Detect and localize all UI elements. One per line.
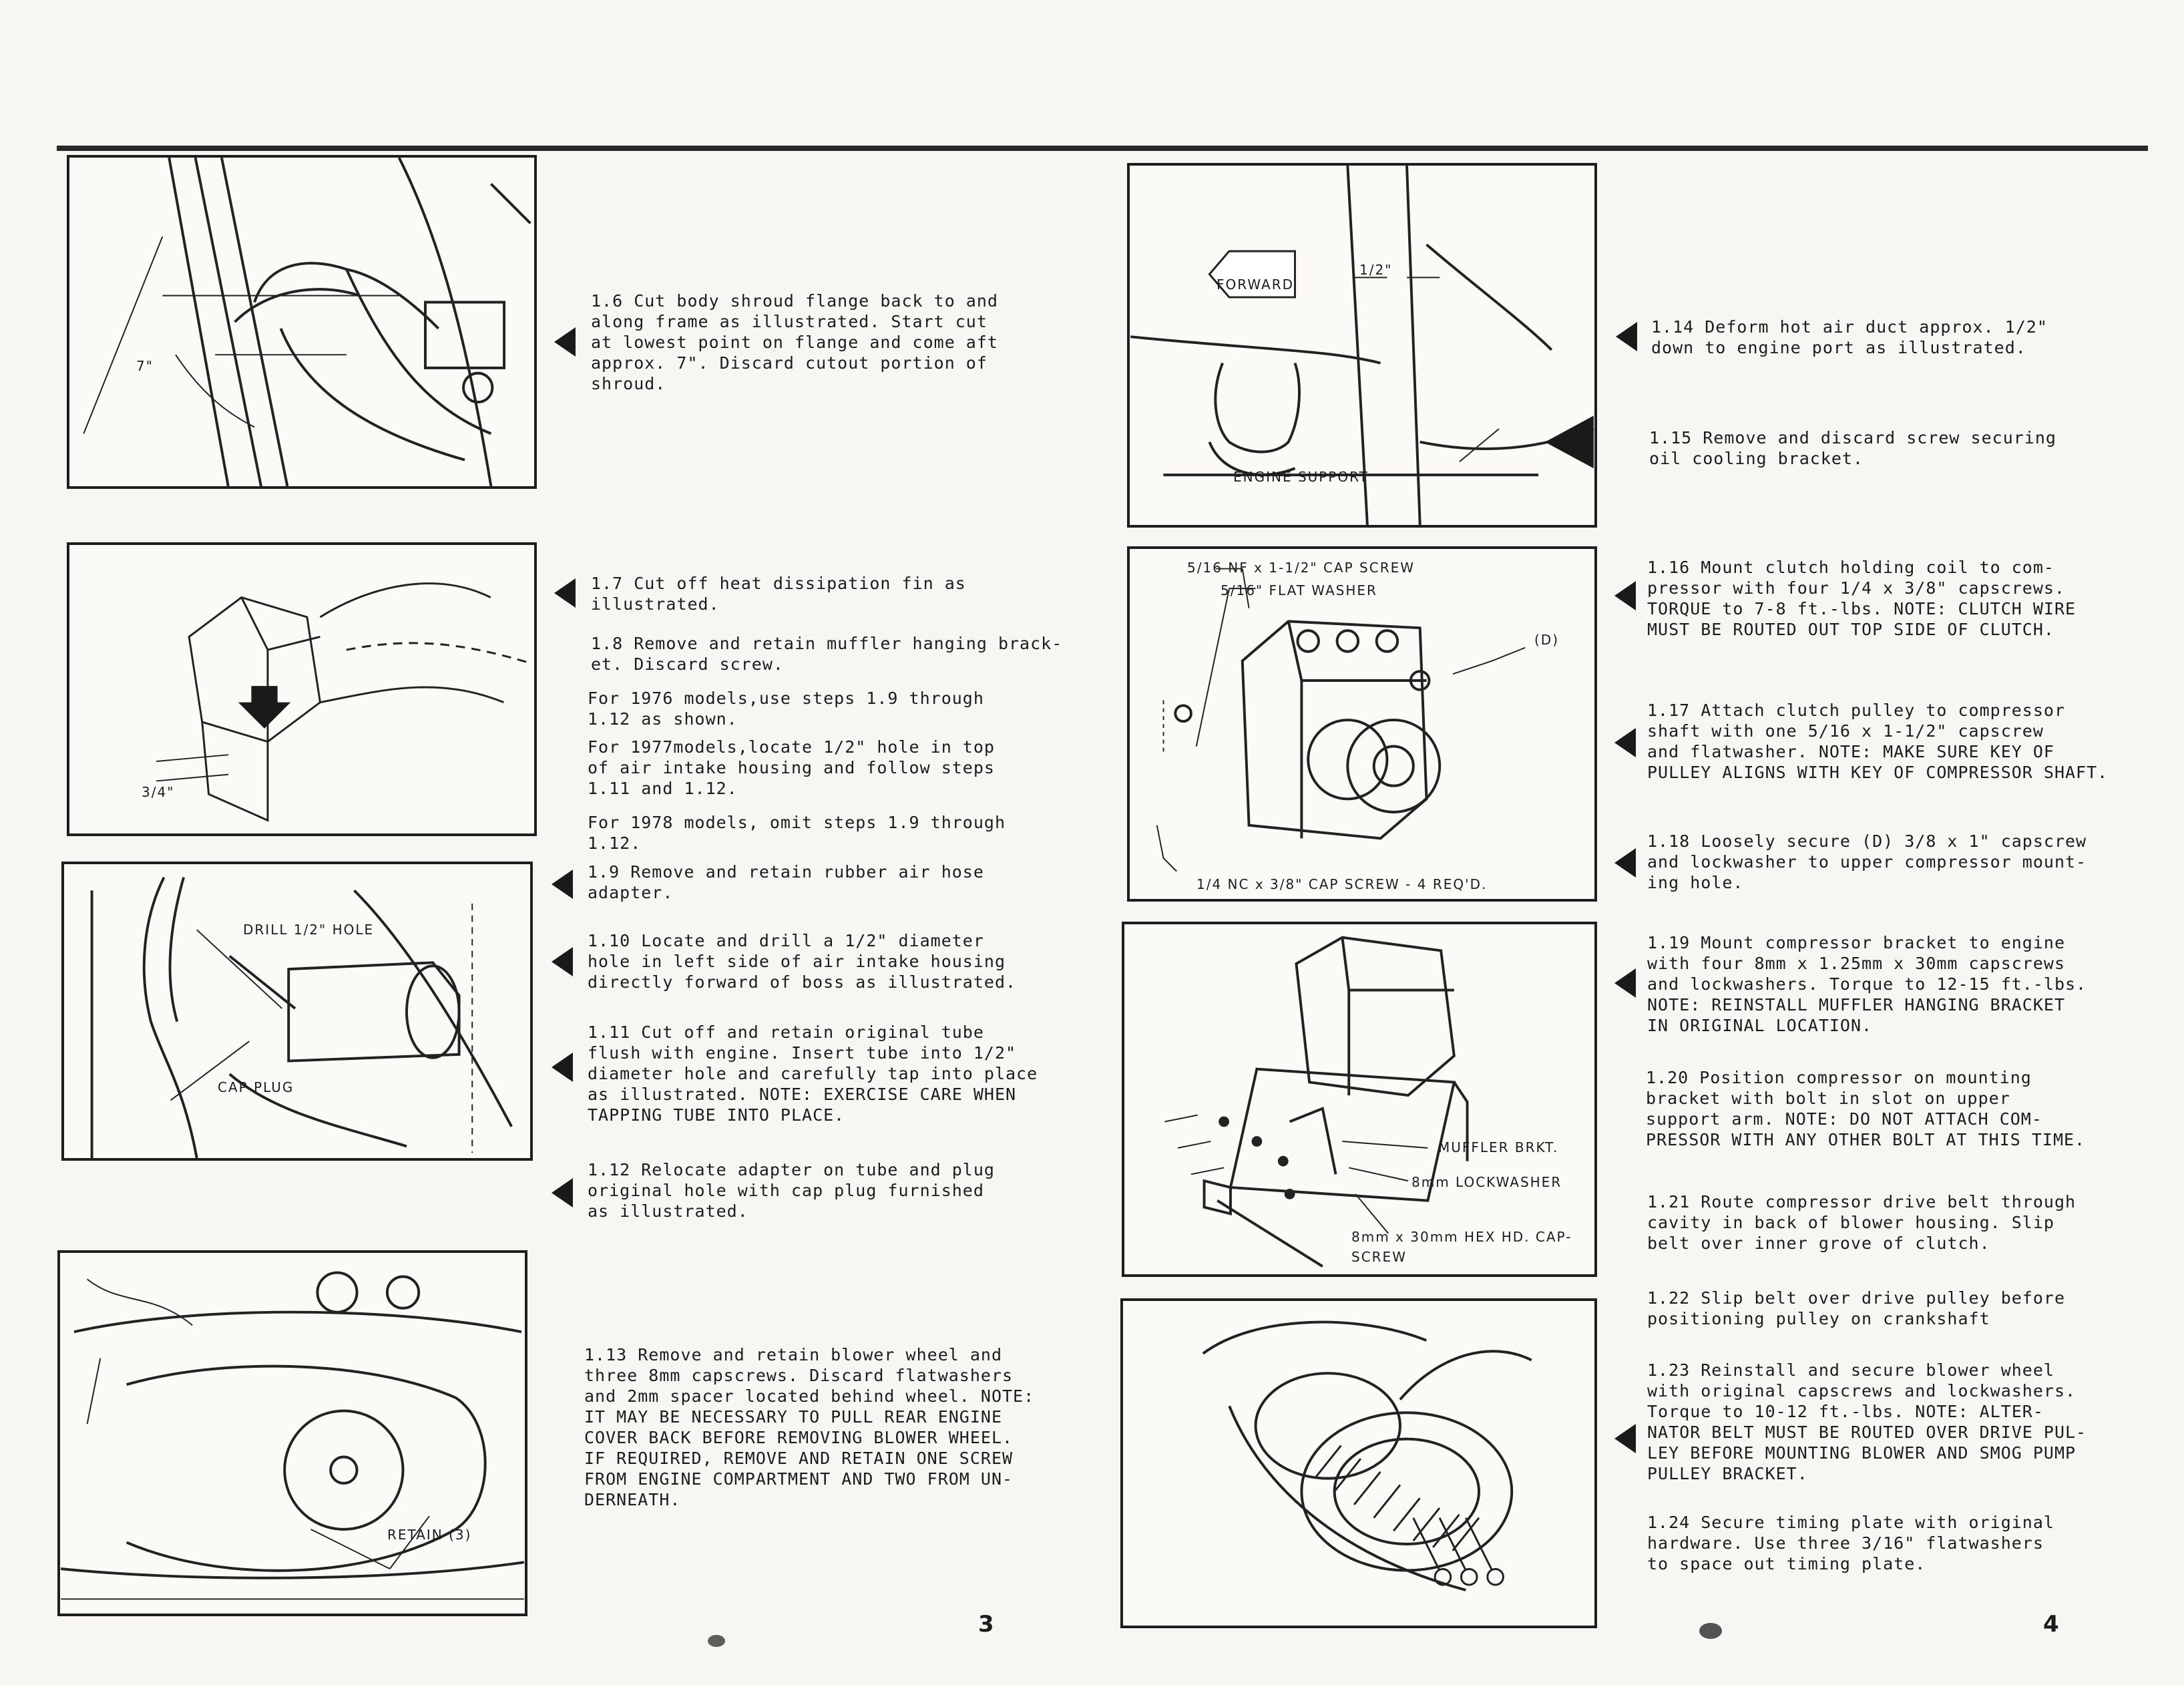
step-1-9: 1.9 Remove and retain rubber air hose ad…	[588, 862, 984, 902]
step-1-7: 1.7 Cut off heat dissipation fin as illu…	[591, 574, 966, 614]
label-half-inch: 1/2"	[1359, 262, 1393, 278]
label-drill-hole: DRILL 1/2" HOLE	[243, 922, 375, 938]
compressor-illustration	[1156, 568, 1526, 872]
step-pointer-1-19	[1614, 968, 1636, 998]
step-1-19: 1.19 Mount compressor bracket to engine …	[1647, 933, 2087, 1035]
figure-hot-air-duct: FORWARD 1/2" ENGINE SUPPORT	[1127, 163, 1597, 528]
step-pointer-1-6	[554, 327, 576, 357]
step-1-23: 1.23 Reinstall and secure blower wheel w…	[1647, 1360, 2087, 1483]
step-1-12: 1.12 Relocate adapter on tube and plug o…	[588, 1160, 995, 1221]
label-three-quarter: 3/4"	[142, 784, 175, 800]
step-pointer-1-18	[1614, 848, 1636, 878]
page-number-right: 4	[2043, 1611, 2059, 1638]
step-pointer-1-23	[1614, 1424, 1636, 1453]
step-1-8: 1.8 Remove and retain muffler hanging br…	[591, 634, 1063, 674]
step-pointer-1-17	[1614, 728, 1636, 757]
step-pointer-1-14	[1616, 322, 1637, 351]
label-muffler-bracket: MUFFLER BRKT.	[1438, 1139, 1559, 1155]
air-intake-illustration	[90, 876, 513, 1158]
note-1976: For 1976 models,use steps 1.9 through 1.…	[588, 689, 984, 729]
note-1978: For 1978 models, omit steps 1.9 through …	[588, 813, 1006, 853]
ink-smudge-right	[1699, 1623, 1722, 1639]
label-lockwasher: 8mm LOCKWASHER	[1411, 1174, 1562, 1190]
figure-air-intake: DRILL 1/2" HOLE CAP PLUG	[61, 862, 533, 1161]
hot-air-duct-illustration	[1130, 166, 1594, 525]
step-1-11: 1.11 Cut off and retain original tube fl…	[588, 1022, 1038, 1125]
step-1-13: 1.13 Remove and retain blower wheel and …	[584, 1345, 1035, 1509]
compressor-bracket-illustration	[1164, 936, 1469, 1268]
label-hex-cap-screw-1: 8mm x 30mm HEX HD. CAP-	[1351, 1229, 1572, 1245]
label-hex-cap-screw-2: SCREW	[1351, 1249, 1407, 1265]
step-pointer-1-10	[552, 947, 573, 976]
figure-compressor: 5/16 NF x 1-1/2" CAP SCREW 5/16" FLAT WA…	[1127, 546, 1597, 902]
step-pointer-1-7	[554, 578, 576, 608]
step-1-24: 1.24 Secure timing plate with original h…	[1647, 1513, 2054, 1573]
blower-pulley-illustration	[1202, 1320, 1532, 1592]
step-1-20: 1.20 Position compressor on mounting bra…	[1646, 1068, 2086, 1149]
blower-wheel-illustration	[60, 1271, 525, 1600]
label-seven-inch: 7"	[136, 358, 154, 374]
step-1-17: 1.17 Attach clutch pulley to compressor …	[1647, 701, 2109, 782]
page-number-left: 3	[978, 1611, 994, 1638]
step-pointer-1-9	[552, 870, 573, 899]
step-1-21: 1.21 Route compressor drive belt through…	[1647, 1192, 2077, 1253]
label-engine-support: ENGINE SUPPORT	[1233, 469, 1369, 485]
label-cap-screw-5-16: 5/16 NF x 1-1/2" CAP SCREW	[1187, 560, 1415, 576]
figure-compressor-bracket: MUFFLER BRKT. 8mm LOCKWASHER 8mm x 30mm …	[1122, 922, 1597, 1277]
label-flat-washer: 5/16" FLAT WASHER	[1221, 582, 1377, 598]
step-pointer-1-12	[552, 1178, 573, 1207]
step-1-18: 1.18 Loosely secure (D) 3/8 x 1" capscre…	[1647, 831, 2087, 892]
note-1977: For 1977models,locate 1/2" hole in top o…	[588, 737, 995, 798]
step-1-6: 1.6 Cut body shroud flange back to and a…	[591, 291, 998, 393]
step-1-10: 1.10 Locate and drill a 1/2" diameter ho…	[588, 931, 1017, 992]
figure-blower-wheel: RETAIN (3)	[57, 1250, 527, 1616]
label-cap-plug: CAP PLUG	[218, 1079, 294, 1095]
step-pointer-1-16	[1614, 581, 1636, 610]
step-1-14: 1.14 Deform hot air duct approx. 1/2" do…	[1651, 317, 2048, 357]
step-1-22: 1.22 Slip belt over drive pulley before …	[1647, 1288, 2065, 1328]
body-shroud-illustration	[83, 158, 531, 486]
step-1-16: 1.16 Mount clutch holding coil to com- p…	[1647, 558, 2077, 639]
label-cap-screw-1-4: 1/4 NC x 3/8" CAP SCREW - 4 REQ'D.	[1196, 876, 1488, 892]
step-1-15: 1.15 Remove and discard screw securing o…	[1649, 428, 2056, 468]
header-rule	[57, 146, 2148, 151]
heat-fin-illustration	[156, 582, 531, 822]
label-retain: RETAIN (3)	[387, 1527, 472, 1543]
step-pointer-1-11	[552, 1053, 573, 1082]
figure-blower-pulley	[1120, 1298, 1597, 1628]
ink-smudge-left	[708, 1635, 725, 1647]
figure-heat-fin: 3/4"	[67, 542, 537, 836]
label-d: (D)	[1534, 632, 1560, 648]
figure-body-shroud: 7"	[67, 155, 537, 489]
label-forward: FORWARD	[1217, 276, 1294, 293]
